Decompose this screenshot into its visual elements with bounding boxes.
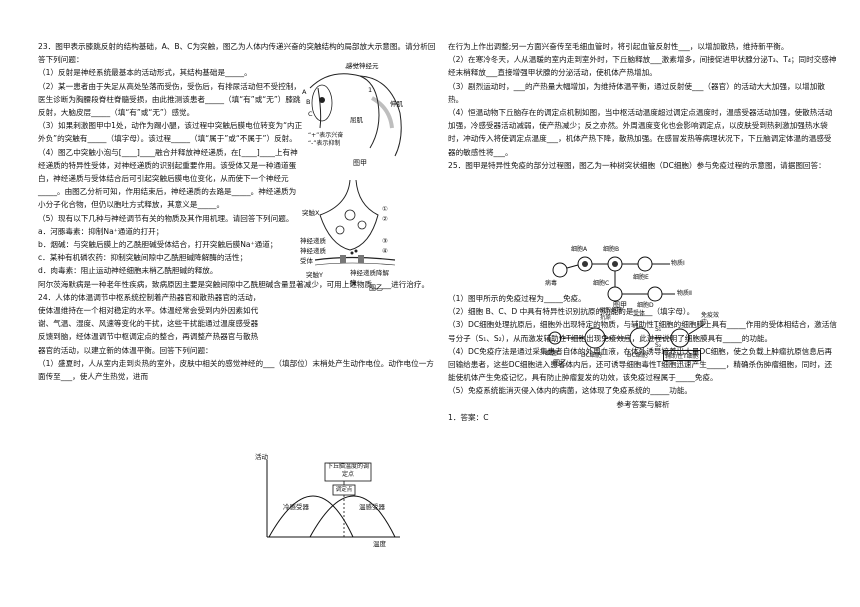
cell-C: 细胞C — [593, 280, 610, 287]
cell-E: 细胞E — [633, 274, 649, 281]
chart-ylabel: 活动 — [255, 453, 268, 461]
label-circle-4: ④ — [382, 247, 388, 255]
q23-part4: （4）图乙中突触小泡与[____]____融合并释放神经递质，在[____]__… — [38, 147, 298, 210]
q23-part3: （3）如果刺激图甲中1处，动作为踢小腿，该过程中突触后膜电位转变为“内正外负”的… — [38, 121, 303, 144]
label-A: A — [302, 88, 307, 96]
cell-D: 细胞D — [637, 302, 654, 309]
cell-A: 细胞A — [571, 246, 588, 253]
q23-part1: （1）反射是神经系统最基本的活动形式，其结构基础是_____。 — [38, 68, 252, 78]
label-B: B — [306, 98, 311, 106]
figure-reflex-arc: 感觉神经元 A B C 1 伸肌 屈肌 “+”表示兴奋 “-”表示抑制 图甲 — [300, 58, 420, 170]
label-circle-1: ① — [382, 205, 388, 213]
q23-part5-question: 阿尔茨海默病是一种老年性疾病，致病原因主要是突触间隙中乙酰胆碱含量显著减少，可用… — [38, 279, 430, 289]
label-extensor: 伸肌 — [390, 100, 403, 108]
figure-caption-yi: 图乙 — [369, 284, 383, 292]
material-I: 物质Ⅰ — [671, 260, 685, 267]
immune-effect-label: 免疫效应 — [701, 312, 720, 326]
label-nt-enzyme: 神经递质降解酶 — [350, 269, 389, 287]
q24-part1-cont: 在行为上作出调整;另一方面兴奋传至毛细血管时，将引起血管反射性___，以增加散热… — [448, 42, 789, 51]
label-neurotransmitter: 神经递质 — [300, 237, 326, 245]
label-circle-3: ③ — [382, 237, 388, 245]
virus-label: 病毒 — [545, 280, 558, 287]
q24-part2: （2）在寒冷冬天，人从温暖的室内走到室外时，下丘脑释放___激素增多，间接促进甲… — [448, 55, 837, 78]
chart-warm-receptor: 温感受器 — [359, 503, 385, 511]
answers-title: 参考答案与解析 — [616, 399, 670, 409]
label-circle-2: ② — [382, 215, 388, 223]
q25-part1: （1）图甲所示的免疫过程为_____免疫。 — [448, 294, 586, 304]
receptor-label: 受体 — [633, 310, 646, 317]
cell-B: 细胞B — [603, 246, 620, 253]
figure-immune-jia: 细胞A 细胞B 病毒 细胞C 细胞D 细胞E 物质Ⅰ 物质Ⅱ 图甲 — [545, 246, 715, 310]
left-column: 23．图甲表示膝跳反射的结构基础，A、B、C为突触，图乙为人体内传递兴奋的突触结… — [38, 40, 438, 383]
right-column: 在行为上作出调整;另一方面兴奋传至毛细血管时，将引起血管反射性___，以增加散热… — [448, 40, 838, 424]
answer-1: 1．答案：C — [448, 412, 489, 422]
chart-box-setpoint: 下丘脑温度的调定点 — [326, 463, 369, 478]
dc-cell-2: DC细胞 — [627, 352, 648, 359]
q25-part4: （4）DC免疫疗法是通过采集患者自体的外周血液，在体外诱导培养出大量DC细胞，使… — [448, 346, 833, 383]
q24-intro: 24．人体的体温调节中枢系统控制着产热器官和散热器官的活动，使体温维持在一个相对… — [38, 292, 261, 355]
q25-part5: （5）免疫系统能消灭侵入体内的病菌，这体现了免疫系统的_____功能。 — [448, 386, 693, 396]
figure-synapse: 突触X ① ② 神经递质 ③ ④ 神经递质受体 神经递质降解酶 突触Y 图乙 — [300, 175, 420, 293]
figure-caption-immune-jia: 图甲 — [613, 301, 627, 309]
q23-option-b: b．烟碱：与突触后膜上的乙酰胆碱受体结合，打开突触后膜Na⁺通道； — [38, 240, 278, 250]
label-synapse-X: 突触X — [302, 209, 320, 217]
q23-option-d: d．肉毒素：阻止运动神经细胞末梢乙酰胆碱的释放。 — [38, 266, 218, 276]
label-flexor: 屈肌 — [350, 116, 363, 124]
label-synapse-Y: 突触Y — [306, 271, 323, 279]
signal-s2: S₂ — [655, 342, 662, 349]
q24-part1: （1）盛夏时，人从室内走到炎热的室外，皮肤中相关的感觉神经的___（填部位）末梢… — [38, 358, 434, 382]
q23-part5: （5）现有以下几种与神经调节有关的物质及其作用机理。请回答下列问题。 — [38, 213, 294, 223]
helper-t-cell-label: 辅助性T细胞 — [663, 350, 701, 361]
figure-temperature-setpoint: 活动 下丘脑温度的调定点 调定点 冷感受器 温感受器 温度 — [255, 453, 405, 548]
dc-cell-1: DC细胞 — [581, 352, 602, 359]
label-1: 1 — [368, 86, 373, 94]
q23-part2: （2）某一患者由于失足从高处坠落而受伤，受伤后，有排尿活动但不受控制，医生诊断为… — [38, 81, 302, 118]
figure-caption-immune-yi: 图乙 — [553, 359, 567, 367]
chart-cold-receptor: 冷感受器 — [283, 503, 309, 511]
q24-part4: （4）恒温动物下丘脑存在的调定点机制如图，当中枢活动温度超过调定点温度时，温感受… — [448, 108, 833, 157]
label-C: C — [308, 110, 313, 118]
q23-intro: 23．图甲表示膝跳反射的结构基础，A、B、C为突触，图乙为人体内传递兴奋的突触结… — [38, 42, 436, 65]
capture-process-label: 摄取处理抗原 — [600, 308, 623, 321]
legend-minus: “-”表示抑制 — [308, 140, 341, 147]
material-II: 物质Ⅱ — [677, 290, 692, 297]
germ-label: 细菌 — [545, 350, 558, 357]
label-nt-receptor: 神经递质受体 — [300, 247, 326, 265]
q25-part2: （2）细胞 B、C、D 中具有特异性识别抗原的功能的是_____（填字母）。 — [448, 307, 695, 317]
chart-box-mid: 调定点 — [335, 487, 353, 493]
q23-option-c: c．某种有机磷农药：抑制突触间隙中乙酰胆碱降解酶的活性； — [38, 253, 248, 263]
q25-intro: 25．图甲是特异性免疫的部分过程图，图乙为一种树突状细胞（DC细胞）参与免疫过程… — [448, 160, 826, 170]
figure-immune-yi: 细菌 摄取处理抗原 受体 DC细胞 DC细胞 S₁ S₂ 免疫效应 辅助性T细胞… — [545, 308, 725, 368]
q23-option-a: a．河豚毒素：抑制Na⁺通道的打开； — [38, 226, 164, 236]
legend-plus: “+”表示兴奋 — [308, 132, 344, 139]
figure-caption-jia: 图甲 — [353, 159, 367, 167]
label-sensory-neuron: 感觉神经元 — [346, 62, 379, 70]
chart-xlabel: 温度 — [373, 540, 386, 548]
signal-s1: S₁ — [655, 326, 662, 333]
q24-part3: （3）剧烈运动时，___的产热量大幅增加，为维持体温平衡，通过反射使___（器官… — [448, 81, 825, 104]
